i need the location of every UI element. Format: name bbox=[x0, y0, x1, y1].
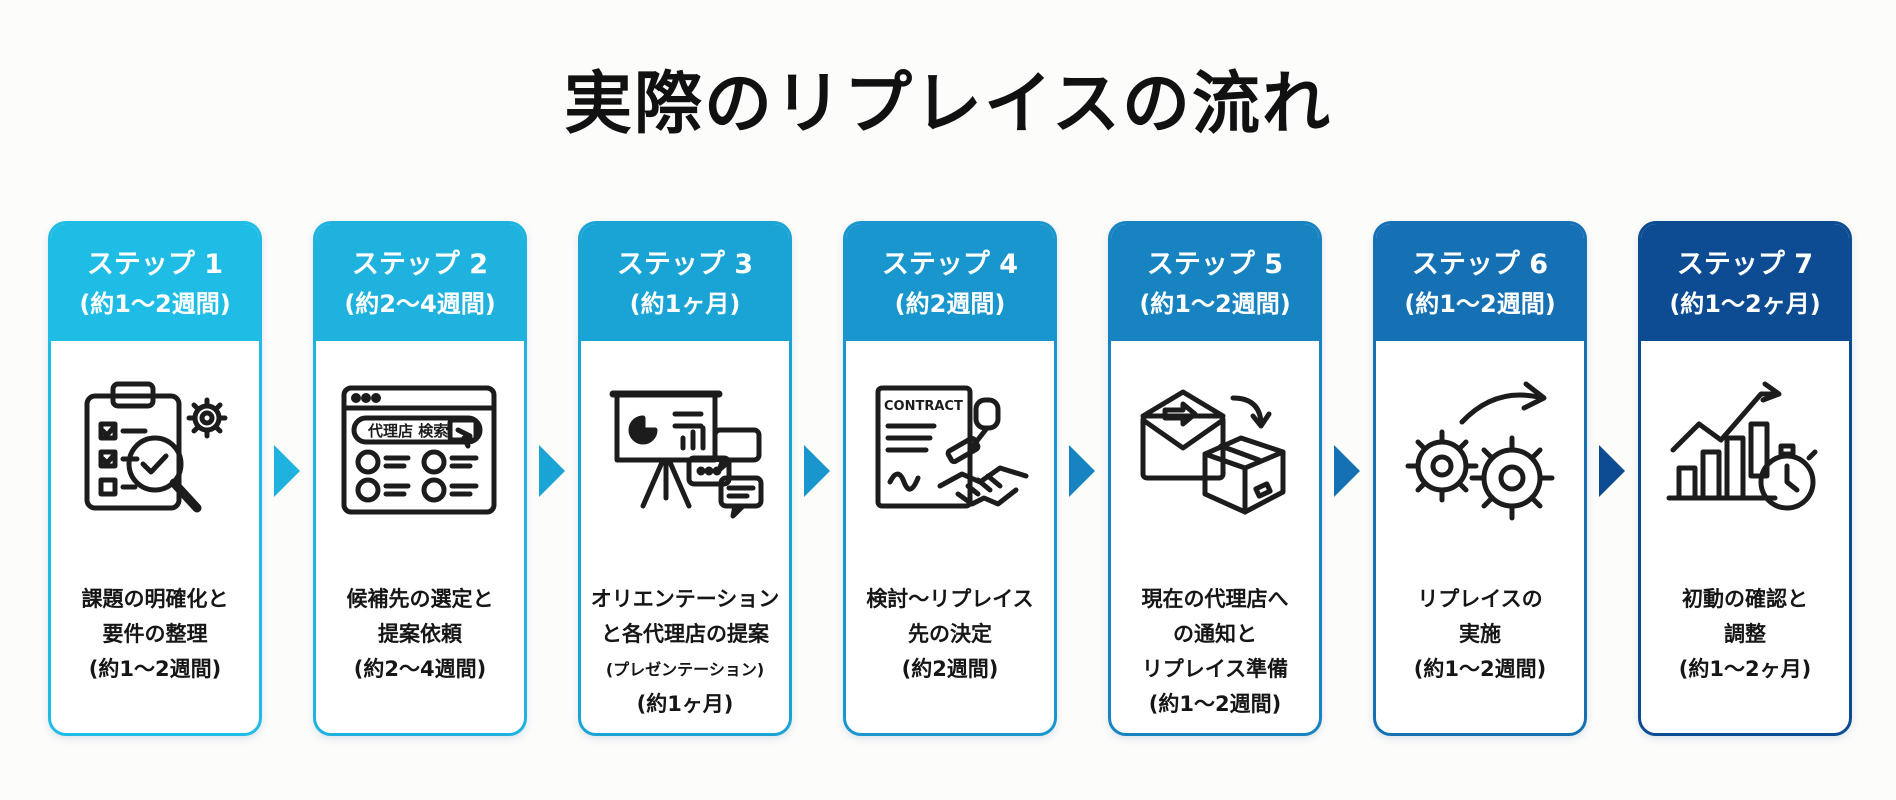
step-text-line: 提案依頼 bbox=[378, 622, 462, 646]
step-text-line: 課題の明確化と bbox=[81, 587, 229, 611]
step-card-2: ステップ 2 (約2～4週間) 代理店 検索 bbox=[313, 221, 527, 736]
step-text-line: 検討～リプレイス bbox=[866, 587, 1034, 611]
clipboard-checklist-icon bbox=[73, 374, 237, 524]
step-description-2: 候補先の選定と 提案依頼 (約2～4週間) bbox=[324, 582, 516, 687]
step-text-line: (約1～2週間) bbox=[88, 657, 222, 681]
step-text-line: (約2週間) bbox=[901, 657, 999, 681]
search-box-text: 代理店 検索 bbox=[367, 422, 448, 440]
step-description-4: 検討～リプレイス 先の決定 (約2週間) bbox=[854, 582, 1046, 687]
step-description-7: 初動の確認と 調整 (約1～2ヶ月) bbox=[1649, 582, 1841, 687]
contract-handshake-icon: CONTRACT bbox=[868, 374, 1032, 524]
envelope-box-icon bbox=[1133, 374, 1297, 524]
step-description-5: 現在の代理店へ の通知と リプレイス準備 (約1～2週間) bbox=[1119, 582, 1311, 722]
step-text-line: 現在の代理店へ bbox=[1141, 587, 1289, 611]
step-card-6: ステップ 6 (約1～2週間) リプレイスの 実施 (約1～2週間) bbox=[1373, 221, 1587, 736]
step-description-6: リプレイスの 実施 (約1～2週間) bbox=[1384, 582, 1576, 687]
step-description-1: 課題の明確化と 要件の整理 (約1～2週間) bbox=[59, 582, 251, 687]
step-card-5: ステップ 5 (約1～2週間) 現在の代理店へ の通知と リプレイス準備 bbox=[1108, 221, 1322, 736]
step-card-3: ステップ 3 (約1ヶ月) bbox=[578, 221, 792, 736]
step-card-7: ステップ 7 (約1～2ヶ月) 初動の確認と 調整 (約1～2ヶ月) bbox=[1638, 221, 1852, 736]
contract-text: CONTRACT bbox=[884, 399, 963, 414]
step-header-7: ステップ 7 (約1～2ヶ月) bbox=[1641, 224, 1849, 341]
step-label-6: ステップ 6 bbox=[1411, 249, 1549, 280]
chevron-right-icon bbox=[1599, 445, 1625, 497]
step-text-line: (約1～2週間) bbox=[1148, 692, 1282, 716]
step-duration-5: (約1～2週間) bbox=[1139, 290, 1291, 318]
browser-search-icon: 代理店 検索 bbox=[338, 374, 502, 524]
step-duration-1: (約1～2週間) bbox=[79, 290, 231, 318]
step-card-1: ステップ 1 (約1～2週間) bbox=[48, 221, 262, 736]
step-header-6: ステップ 6 (約1～2週間) bbox=[1376, 224, 1584, 341]
chevron-right-icon bbox=[1069, 445, 1095, 497]
page-title: 実際のリプレイスの流れ bbox=[564, 65, 1332, 144]
chevron-right-icon bbox=[1334, 445, 1360, 497]
growth-chart-icon bbox=[1663, 374, 1827, 524]
step-text-line: 先の決定 bbox=[908, 622, 992, 646]
step-duration-3: (約1ヶ月) bbox=[629, 290, 741, 318]
step-header-4: ステップ 4 (約2週間) bbox=[846, 224, 1054, 341]
step-header-5: ステップ 5 (約1～2週間) bbox=[1111, 224, 1319, 341]
step-duration-7: (約1～2ヶ月) bbox=[1669, 290, 1821, 318]
presentation-board-icon bbox=[603, 374, 767, 524]
step-label-2: ステップ 2 bbox=[351, 249, 489, 280]
step-text-line: リプレイスの bbox=[1417, 587, 1543, 611]
step-label-4: ステップ 4 bbox=[881, 249, 1019, 280]
step-text-line: 初動の確認と bbox=[1682, 587, 1808, 611]
step-text-line: (プレゼンテーション) bbox=[605, 660, 765, 679]
chevron-right-icon bbox=[539, 445, 565, 497]
step-card-4: ステップ 4 (約2週間) CONTRACT 検討～リプレイス 先の決定 (約2… bbox=[843, 221, 1057, 736]
step-label-5: ステップ 5 bbox=[1146, 249, 1284, 280]
step-text-line: 要件の整理 bbox=[102, 622, 208, 646]
step-text-line: (約2～4週間) bbox=[353, 657, 487, 681]
step-text-line: リプレイス準備 bbox=[1141, 657, 1289, 681]
step-text-line: (約1～2ヶ月) bbox=[1678, 657, 1812, 681]
step-header-3: ステップ 3 (約1ヶ月) bbox=[581, 224, 789, 341]
chevron-right-icon bbox=[804, 445, 830, 497]
step-text-line: (約1ヶ月) bbox=[636, 692, 734, 716]
gears-arrow-icon bbox=[1398, 374, 1562, 524]
step-text-line: (約1～2週間) bbox=[1413, 657, 1547, 681]
step-label-1: ステップ 1 bbox=[86, 249, 224, 280]
step-text-line: 候補先の選定と bbox=[346, 587, 494, 611]
step-text-line: の通知と bbox=[1173, 622, 1257, 646]
step-label-3: ステップ 3 bbox=[616, 249, 754, 280]
step-text-line: 調整 bbox=[1724, 622, 1766, 646]
step-duration-2: (約2～4週間) bbox=[344, 290, 496, 318]
step-header-1: ステップ 1 (約1～2週間) bbox=[51, 224, 259, 341]
step-text-line: と各代理店の提案 bbox=[601, 622, 769, 646]
step-header-2: ステップ 2 (約2～4週間) bbox=[316, 224, 524, 341]
step-duration-6: (約1～2週間) bbox=[1404, 290, 1556, 318]
step-text-line: オリエンテーション bbox=[590, 587, 780, 611]
step-description-3: オリエンテーション と各代理店の提案 (プレゼンテーション) (約1ヶ月) bbox=[589, 582, 781, 722]
chevron-right-icon bbox=[274, 445, 300, 497]
step-duration-4: (約2週間) bbox=[894, 290, 1006, 318]
step-text-line: 実施 bbox=[1459, 622, 1501, 646]
step-label-7: ステップ 7 bbox=[1676, 249, 1814, 280]
